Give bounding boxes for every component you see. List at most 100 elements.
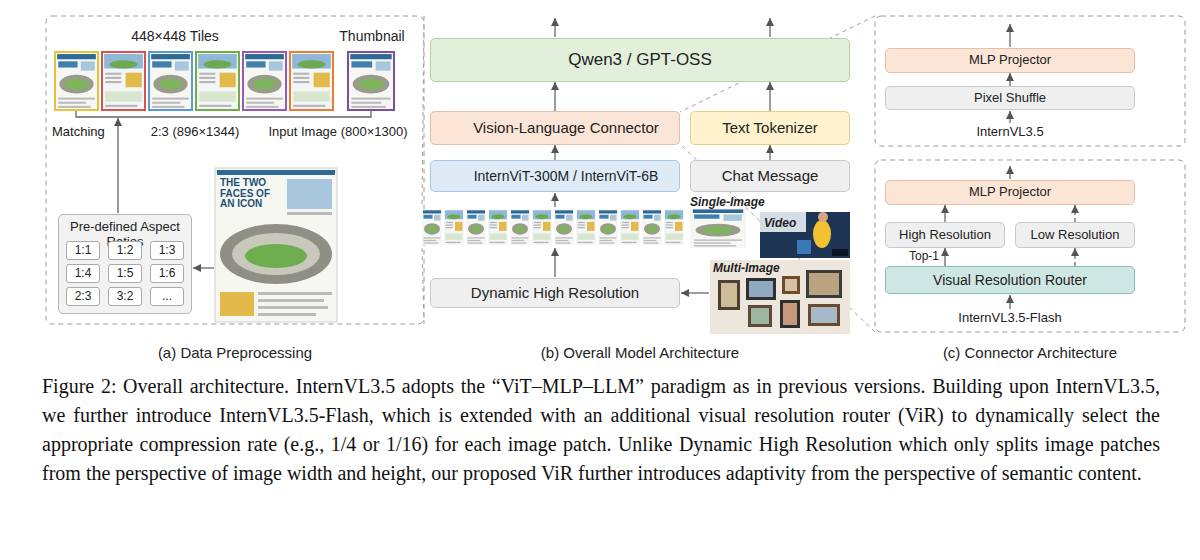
- tile-frame: [290, 52, 333, 110]
- page-header: [217, 170, 335, 175]
- picture: [809, 273, 839, 295]
- text-line: [258, 299, 324, 302]
- picture: [721, 283, 737, 307]
- box-text: 1:3: [159, 244, 176, 258]
- connector-arrow: [554, 82, 555, 111]
- subfigure-title: (a) Data Preprocessing: [46, 344, 424, 362]
- connector-arrow: [769, 145, 770, 160]
- section-label: Thumbnail: [330, 28, 414, 45]
- box-text: Pixel Shuffle: [974, 91, 1046, 106]
- box-text: High Resolution: [899, 228, 991, 243]
- box-text: 1:6: [159, 267, 176, 281]
- player-head: [818, 212, 828, 222]
- text-line: [287, 212, 332, 215]
- model-label: InternVL3.5-Flash: [930, 310, 1090, 326]
- page-photo: [287, 179, 332, 209]
- edge-label: Top-1: [893, 249, 939, 263]
- tokenizer-box: Text Tokenizer: [690, 111, 850, 145]
- picture: [751, 308, 769, 324]
- aspect-ratio-cell: 2:3: [66, 287, 100, 306]
- text-line: [258, 306, 328, 309]
- image-tiles: [55, 52, 394, 110]
- flow-arrow: [681, 292, 709, 293]
- aspect-ratio-cell: 1:2: [108, 241, 142, 260]
- connector-arrow: [944, 248, 945, 266]
- picture-frame: [746, 278, 776, 300]
- player-figure: [813, 220, 831, 248]
- box-text: 1:1: [75, 244, 92, 258]
- picture: [749, 281, 773, 297]
- tile-frame: [348, 52, 394, 110]
- image-strip: [422, 209, 684, 245]
- page-graphic: [220, 292, 254, 316]
- panel-border: [875, 16, 1185, 146]
- thumbnail-image: [348, 52, 394, 110]
- video-sky: [760, 212, 806, 232]
- image-tile: [196, 52, 239, 110]
- box-text: InternViT-300M / InternViT-6B: [474, 168, 659, 184]
- stadium-stands: [220, 224, 332, 284]
- box-text: 2:3: [75, 290, 92, 304]
- aspect-ratio-cell: ...: [150, 287, 184, 306]
- image-tile: [102, 52, 145, 110]
- aspect-ratio-panel: Pre-defined Aspect Ratios1:11:21:31:41:5…: [58, 214, 192, 314]
- router-box: Visual Resolution Router: [885, 266, 1135, 294]
- panel-border: [46, 16, 424, 324]
- panel-border: [875, 160, 1185, 332]
- figure-caption: Figure 2: Overall architecture. InternVL…: [42, 372, 1160, 488]
- box-text: MLP Projector: [969, 185, 1051, 200]
- dimension-label: Input Image (800×1300): [256, 124, 420, 140]
- text-line: [258, 313, 316, 316]
- image-tile: [149, 52, 192, 110]
- player-figure: [797, 240, 811, 254]
- box-text: Text Tokenizer: [722, 119, 818, 136]
- strip-tile: [532, 209, 552, 245]
- box-text: Low Resolution: [1031, 228, 1120, 243]
- matching-bracket: [76, 111, 371, 117]
- box-text: 1:4: [75, 267, 92, 281]
- aspect-ratio-cell: 1:5: [108, 264, 142, 283]
- output-arrow: [554, 18, 555, 37]
- stadium-ring: [232, 233, 320, 275]
- connector-arrow: [1009, 73, 1010, 86]
- box-text: 1:5: [117, 267, 134, 281]
- box-text: Qwen3 / GPT-OSS: [568, 50, 712, 70]
- picture-frame: [780, 300, 800, 328]
- aspect-ratio-cell: 1:1: [66, 241, 100, 260]
- input-type-label: Multi-Image: [713, 261, 803, 275]
- vision-encoder-box: InternViT-300M / InternViT-6B: [430, 160, 680, 192]
- box-text: 1:2: [117, 244, 134, 258]
- strip-tile: [620, 209, 640, 245]
- multi-image: [710, 260, 850, 334]
- box-text: Vision-Language Connector: [473, 119, 659, 136]
- process-box: Pixel Shuffle: [885, 86, 1135, 110]
- zoom-leader: [422, 246, 424, 324]
- text-line: [258, 292, 332, 295]
- box-text: MLP Projector: [969, 53, 1051, 68]
- connector-box: Vision-Language Connector: [430, 111, 680, 145]
- dimension-label: 2:3 (896×1344): [136, 124, 254, 140]
- zoom-leader: [422, 16, 424, 208]
- gallery-wall: [710, 260, 850, 334]
- flow-arrow: [554, 193, 555, 207]
- picture-frame: [806, 270, 842, 298]
- llm-box: Qwen3 / GPT-OSS: [430, 38, 850, 82]
- connector-arrow: [944, 205, 945, 222]
- subfigure-title: (c) Connector Architecture: [875, 344, 1185, 362]
- picture: [783, 303, 797, 325]
- strip-tile: [642, 209, 662, 245]
- strip-tile: [554, 209, 574, 245]
- strip-tile: [444, 209, 464, 245]
- page-background: [215, 168, 337, 322]
- image-tile: [290, 52, 333, 110]
- box-text: Chat Message: [722, 167, 819, 184]
- resolution-box: Low Resolution: [1015, 222, 1135, 248]
- strip-tile: [422, 209, 442, 245]
- input-type-label: Single-Image: [690, 195, 780, 209]
- picture: [811, 307, 837, 323]
- strip-tile: [576, 209, 596, 245]
- tile-frame: [196, 52, 239, 110]
